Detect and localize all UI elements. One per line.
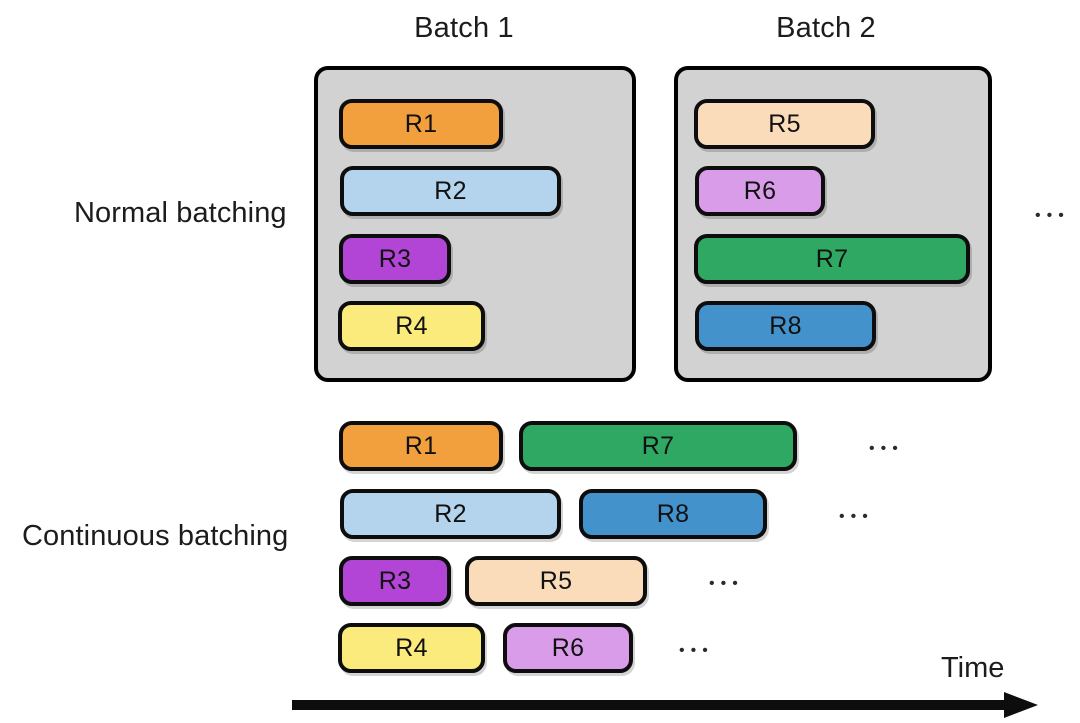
request-bar-r3: R3 (339, 234, 451, 284)
request-bar-label: R6 (551, 633, 585, 662)
request-bar-r3: R3 (339, 556, 451, 606)
request-bar-r8: R8 (695, 301, 876, 351)
request-bar-r1: R1 (339, 99, 503, 149)
time-axis-label: Time (941, 652, 1005, 684)
request-bar-label: R3 (378, 566, 412, 595)
request-bar-label: R6 (743, 176, 777, 205)
time-axis-arrowhead (1004, 692, 1038, 718)
request-bar-label: R1 (404, 431, 438, 460)
time-axis-line (292, 700, 1008, 710)
request-bar-r8: R8 (579, 489, 767, 539)
request-bar-r5: R5 (694, 99, 875, 149)
request-bar-r6: R6 (695, 166, 825, 216)
request-bar-label: R2 (434, 499, 467, 528)
request-bar-label: R7 (815, 244, 849, 273)
continuous-batching-ellipsis-3: ••• (709, 575, 744, 592)
batch-caption-1: Batch 1 (414, 12, 514, 44)
request-bar-label: R7 (641, 431, 675, 460)
request-bar-r7: R7 (694, 234, 970, 284)
continuous-batching-label: Continuous batching (22, 520, 289, 552)
request-bar-r2: R2 (340, 166, 561, 216)
continuous-batching-ellipsis-1: ••• (869, 440, 904, 457)
request-bar-r2: R2 (340, 489, 561, 539)
request-bar-label: R1 (404, 109, 438, 138)
request-bar-label: R5 (539, 566, 573, 595)
request-bar-label: R8 (656, 499, 690, 528)
request-bar-r4: R4 (338, 623, 485, 673)
normal-batching-ellipsis-1: ••• (1035, 207, 1070, 224)
time-axis-arrow (292, 692, 1048, 718)
request-bar-label: R3 (378, 244, 412, 273)
request-bar-label: R5 (768, 109, 801, 138)
normal-batching-label: Normal batching (74, 197, 287, 229)
request-bar-r6: R6 (503, 623, 633, 673)
request-bar-r5: R5 (465, 556, 647, 606)
continuous-batching-ellipsis-2: ••• (839, 508, 874, 525)
request-bar-r1: R1 (339, 421, 503, 471)
request-bar-label: R8 (769, 311, 802, 340)
request-bar-r4: R4 (338, 301, 485, 351)
request-bar-label: R4 (395, 311, 428, 340)
request-bar-r7: R7 (519, 421, 797, 471)
batch-caption-2: Batch 2 (776, 12, 876, 44)
continuous-batching-ellipsis-4: ••• (679, 642, 714, 659)
request-bar-label: R4 (395, 633, 428, 662)
request-bar-label: R2 (434, 176, 467, 205)
